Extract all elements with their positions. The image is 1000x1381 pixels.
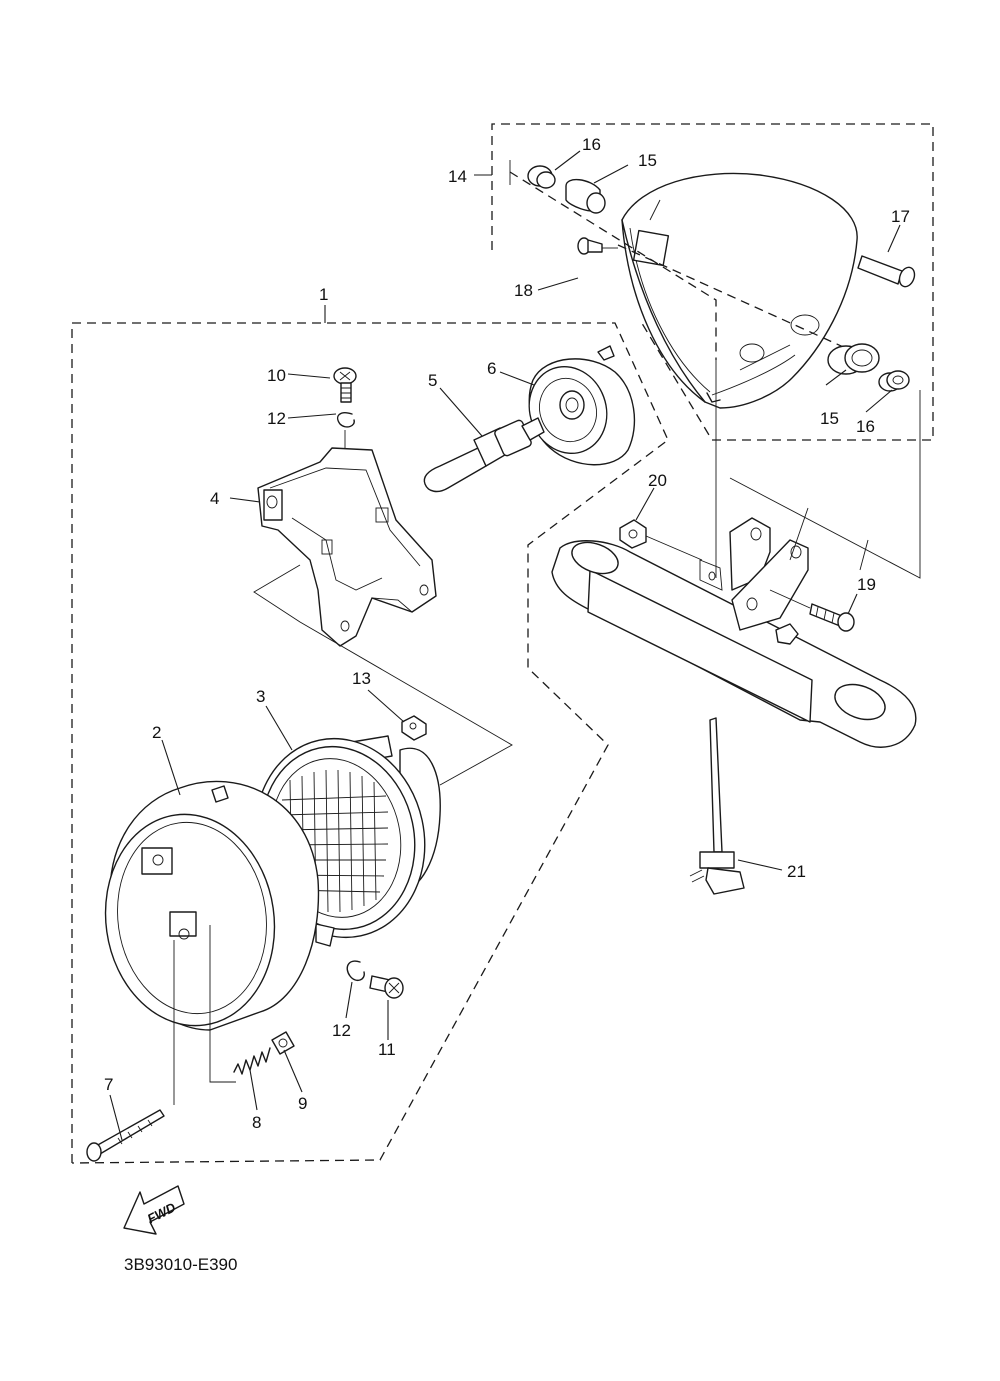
- guide-8: [209, 925, 236, 1083]
- part-11-screw: [369, 975, 404, 999]
- part-21-cable-tie: [689, 717, 745, 895]
- assembly-14-boundary: [491, 123, 934, 441]
- part-12-lower-washer: [346, 960, 365, 982]
- callout-6: 6: [487, 359, 496, 378]
- callout-19: 19: [857, 575, 876, 594]
- callout-12-upper: 12: [267, 409, 286, 428]
- guide-bracket-top: [789, 507, 809, 561]
- part-12-upper-washer: [336, 412, 355, 428]
- part-20-nut: [619, 519, 703, 561]
- part-8-spring: [233, 1047, 271, 1075]
- part-15-upper-grommet: [565, 179, 606, 214]
- callout-17: 17: [891, 207, 910, 226]
- part-10-screw: [333, 367, 357, 403]
- callout-7: 7: [104, 1075, 113, 1094]
- guide-19: [729, 390, 921, 579]
- part-15-lower-grommet: [827, 343, 880, 375]
- callout-21: 21: [787, 862, 806, 881]
- callout-11: 11: [378, 1040, 396, 1059]
- assembly-1-boundary: [71, 322, 669, 1164]
- callout-20: 20: [648, 471, 667, 490]
- callout-4: 4: [210, 489, 219, 508]
- callout-8: 8: [252, 1113, 261, 1132]
- guide-14-a: [509, 171, 717, 360]
- fwd-arrow: FWD: [123, 1185, 185, 1235]
- callout-16-upper: 16: [582, 135, 601, 154]
- part-16-upper-collar: [527, 165, 556, 189]
- part-4-bracket: [257, 447, 437, 647]
- headlight-shell: [621, 172, 858, 409]
- callout-2: 2: [152, 723, 161, 742]
- callout-14: 14: [448, 167, 467, 186]
- part-17-collar: [857, 255, 916, 288]
- callout-3: 3: [256, 687, 265, 706]
- part-16-lower-collar: [878, 370, 910, 392]
- callout-5: 5: [428, 371, 437, 390]
- callout-15-lower: 15: [820, 409, 839, 428]
- callout-16-lower: 16: [856, 417, 875, 436]
- part-2-headlight-rim: [104, 780, 320, 1031]
- callout-15-upper: 15: [638, 151, 657, 170]
- callout-1: 1: [319, 285, 328, 304]
- callout-18: 18: [514, 281, 533, 300]
- steering-bracket: [551, 517, 917, 748]
- callout-10: 10: [267, 366, 286, 385]
- callout-12-lower: 12: [332, 1021, 351, 1040]
- part-19-bolt: [769, 589, 855, 632]
- leader-lines: [109, 150, 901, 1141]
- guide-bracket: [253, 564, 513, 786]
- part-18-bolt: [577, 237, 618, 255]
- guide-bracket-right: [859, 539, 869, 571]
- part-6-socket-cover: [528, 345, 636, 466]
- guide-14-b: [617, 244, 851, 351]
- part-9-adjuster: [271, 1031, 295, 1055]
- part-13-nut: [401, 715, 427, 741]
- callout-13: 13: [352, 669, 371, 688]
- part-7-screw: [86, 1109, 165, 1162]
- callouts: 1 2 3 4 5 6 7 8 9 10 11 12 12 13 14 15 1…: [104, 135, 910, 1132]
- part-5-bulb: [423, 417, 545, 493]
- callout-9: 9: [298, 1094, 307, 1113]
- diagram-code: 3B93010-E390: [124, 1255, 237, 1274]
